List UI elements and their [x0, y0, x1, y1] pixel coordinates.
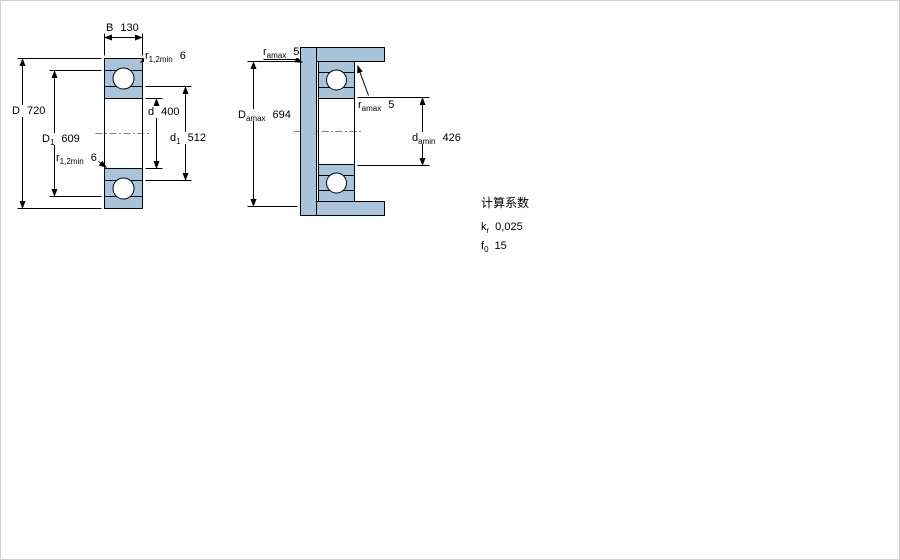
dim-value: 400 [161, 106, 180, 118]
dim-symbol: r [56, 152, 60, 164]
dim-value: 694 [272, 109, 291, 121]
factor-symbol: k [481, 221, 487, 233]
dim-value: 130 [120, 22, 139, 34]
dim-label-Damax: Damax 694 [237, 109, 292, 124]
dim-symbol: B [106, 22, 114, 34]
dim-symbol: d [148, 106, 155, 118]
dim-subscript: amax [266, 51, 287, 61]
dimension-lines-right [247, 56, 430, 207]
dim-value: 720 [26, 105, 46, 117]
dim-symbol: D [238, 109, 246, 121]
ball-lower [326, 172, 347, 194]
dim-label-d1: d1 512 [169, 132, 207, 147]
dim-subscript: 1 [49, 138, 55, 148]
dim-value: 5 [388, 99, 395, 111]
dim-label-ramax-top: ramax 5 [262, 46, 301, 61]
dim-subscript: amin [418, 137, 436, 147]
dim-label-B: B 130 [105, 22, 140, 34]
ball-lower [112, 177, 135, 200]
dim-subscript: 1 [176, 137, 181, 147]
factor-f0: f0 15 [481, 240, 529, 255]
dim-value: 426 [442, 132, 461, 144]
dim-subscript: 1,2min [59, 157, 84, 167]
dim-symbol: d [412, 132, 419, 144]
dim-symbol: D [12, 105, 20, 117]
mounting-drawing [293, 47, 385, 216]
bearing-cross-section [95, 58, 152, 209]
dim-symbol: r [263, 46, 267, 58]
factor-subscript: 0 [484, 245, 489, 255]
factor-symbol: f [481, 240, 485, 252]
dim-value: 512 [187, 132, 206, 144]
dim-label-D: D 720 [11, 105, 47, 117]
factor-value: 15 [494, 240, 507, 252]
calculation-factors: 计算系数 kr 0,025 f0 15 [481, 194, 529, 259]
dim-value: 6 [179, 50, 186, 62]
dim-label-D1: D1 609 [41, 133, 81, 148]
dim-subscript: amax [245, 114, 266, 124]
calculation-factors-title: 计算系数 [481, 196, 530, 210]
factor-kr: kr 0,025 [481, 221, 529, 236]
dim-subscript: 1,2min [148, 55, 173, 65]
dim-symbol: r [358, 99, 362, 111]
dim-symbol: d [170, 132, 177, 144]
dim-label-r12-top: r1,2min 6 [144, 50, 187, 65]
dim-label-damin: damin 426 [411, 132, 462, 147]
ball-upper [112, 67, 135, 90]
dim-label-ramax-mid: ramax 5 [357, 99, 396, 114]
dim-label-d: d 400 [147, 106, 181, 118]
factor-value: 0,025 [495, 221, 523, 233]
dim-symbol: D [42, 133, 50, 145]
dim-value: 609 [61, 133, 80, 145]
dim-subscript: amax [361, 104, 382, 114]
ball-upper [326, 69, 347, 91]
dim-label-r12-bottom: r1,2min 6 [55, 152, 98, 167]
dim-value: 5 [293, 46, 300, 58]
dim-value: 6 [90, 152, 97, 164]
dim-symbol: r [145, 50, 149, 62]
factor-subscript: r [486, 226, 490, 236]
